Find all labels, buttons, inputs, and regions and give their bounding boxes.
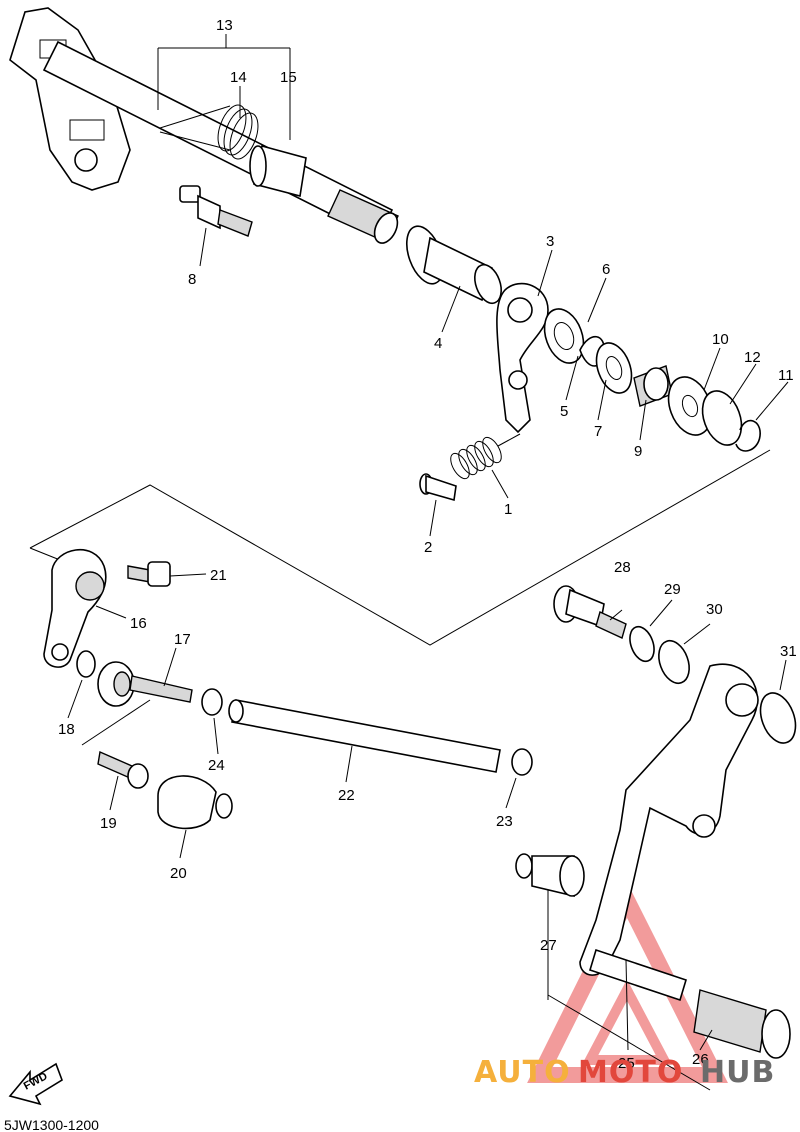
callout-24: 24 <box>208 757 225 774</box>
callout-21: 21 <box>210 567 227 584</box>
callout-28: 28 <box>614 559 631 576</box>
part-31-washer <box>759 692 797 744</box>
callout-22: 22 <box>338 787 355 804</box>
part-2-pin <box>419 473 457 502</box>
callout-5: 5 <box>560 403 568 420</box>
callout-27: 27 <box>540 937 557 954</box>
callout-20: 20 <box>170 865 187 882</box>
callout-29: 29 <box>664 581 681 598</box>
callout-9: 9 <box>634 443 642 460</box>
callout-30: 30 <box>706 601 723 618</box>
part-19-screw <box>97 750 149 789</box>
callout-2: 2 <box>424 539 432 556</box>
part-28-pivot-bolt <box>553 585 627 639</box>
callout-17: 17 <box>174 631 191 648</box>
callout-11: 11 <box>778 367 794 384</box>
callout-31: 31 <box>780 643 797 660</box>
watermark-part2: MOTO <box>578 1055 683 1090</box>
part-30-washer <box>658 639 690 685</box>
leader-lines <box>67 34 789 1051</box>
part-21-bolt <box>127 561 171 587</box>
part-16-shift-arm <box>43 549 107 668</box>
part-3-shift-lever <box>496 282 549 434</box>
callout-19: 19 <box>100 815 117 832</box>
part-18-washer <box>76 650 96 678</box>
part-25-shift-pedal <box>579 663 759 976</box>
callout-16: 16 <box>130 615 147 632</box>
callout-12: 12 <box>744 349 761 366</box>
part-27-collar <box>515 853 585 898</box>
part-1-spring <box>450 433 521 480</box>
shift-shaft <box>9 7 399 244</box>
part-9-bearing <box>633 365 673 407</box>
callout-10: 10 <box>712 331 729 348</box>
drawing-code: 5JW1300-1200 <box>4 1117 99 1132</box>
parts-5-6-7-washers <box>543 308 633 394</box>
part-23-nut <box>511 748 533 776</box>
watermark-wordmark: AUTO MOTO HUB <box>474 1055 775 1090</box>
callout-8: 8 <box>188 271 196 288</box>
callout-numbers: 1 2 3 4 5 6 7 8 9 10 11 12 13 14 15 16 1… <box>58 17 797 1072</box>
callout-4: 4 <box>434 335 442 352</box>
parts-10-11-12-washers-clip <box>667 376 761 452</box>
watermark-part1: AUTO <box>474 1055 571 1090</box>
fwd-arrow-icon: FWD <box>8 1062 63 1106</box>
part-22-shift-rod <box>228 699 501 773</box>
callout-13: 13 <box>216 17 233 34</box>
part-29-washer <box>629 625 655 663</box>
callout-14: 14 <box>230 69 247 86</box>
part-26-peg <box>589 948 791 1059</box>
callout-15: 15 <box>280 69 297 86</box>
callout-7: 7 <box>594 423 602 440</box>
part-24-nut <box>201 688 223 716</box>
callout-18: 18 <box>58 721 75 738</box>
part-4-collar <box>405 225 502 305</box>
callout-25: 25 <box>618 1055 635 1072</box>
assembly-outline <box>29 449 771 1091</box>
callout-6: 6 <box>602 261 610 278</box>
part-17-rod-end <box>97 661 193 707</box>
callout-26: 26 <box>692 1051 709 1068</box>
callout-1: 1 <box>504 501 512 518</box>
callout-23: 23 <box>496 813 513 830</box>
part-20-rod-end <box>157 775 233 830</box>
part-8-stud-bolt <box>179 185 253 237</box>
watermark-part3: HUB <box>700 1055 775 1090</box>
callout-3: 3 <box>546 233 554 250</box>
